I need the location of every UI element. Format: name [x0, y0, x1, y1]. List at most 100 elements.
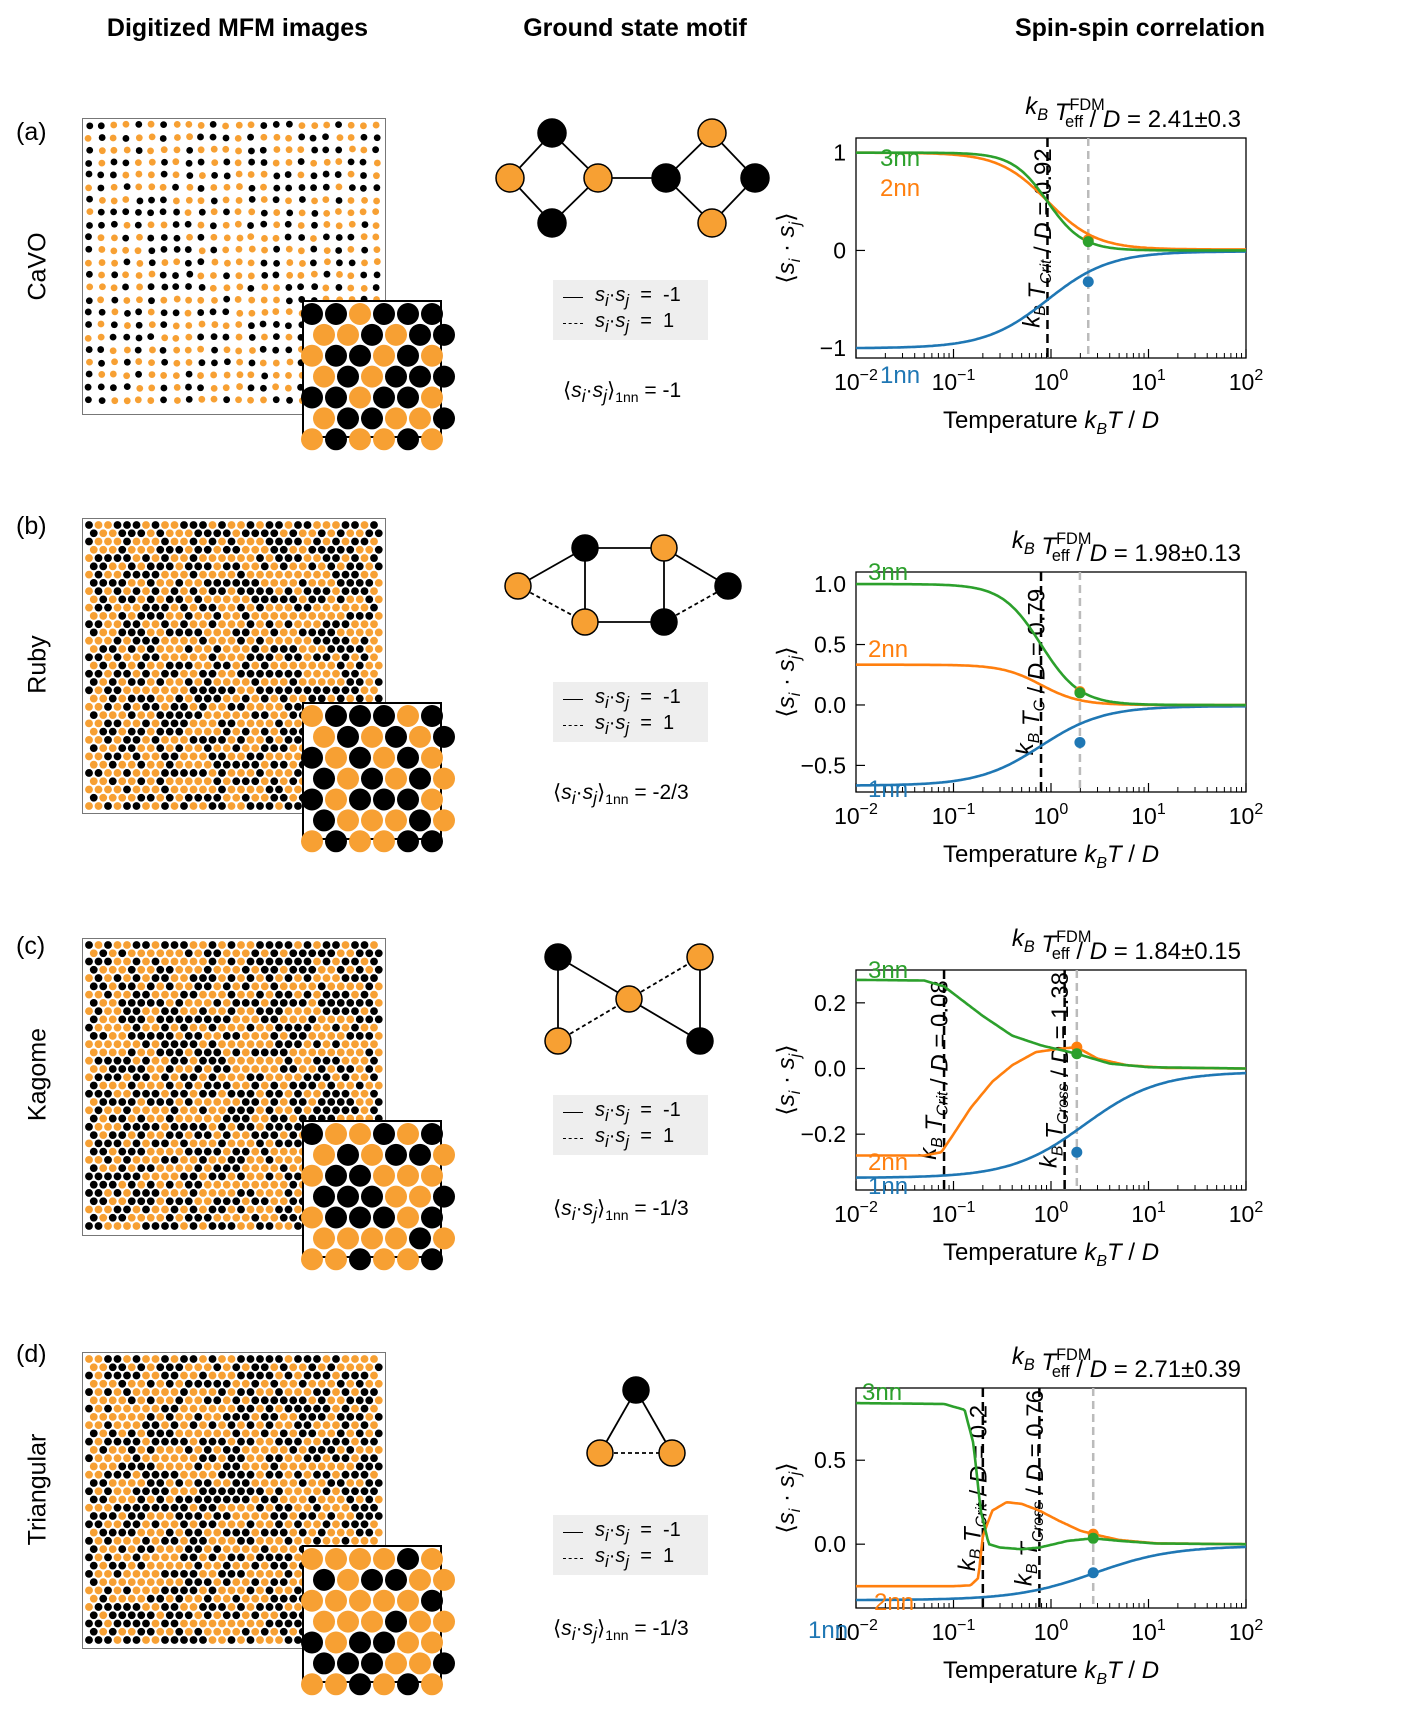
- mfm-spin-dot: [256, 1603, 264, 1611]
- mfm-spin-dot: [151, 1603, 160, 1611]
- mfm-spin-dot: [86, 195, 93, 203]
- mfm-spin-dot: [85, 1536, 93, 1545]
- mfm-spin-dot: [260, 982, 269, 991]
- inset-spin-dot: [337, 725, 359, 748]
- mfm-spin-dot: [132, 1569, 141, 1578]
- mfm-spin-dot: [85, 521, 93, 529]
- mfm-spin-dot: [370, 1437, 378, 1446]
- mfm-spin-dot: [146, 578, 155, 587]
- mfm-spin-dot: [222, 744, 231, 753]
- mfm-spin-dot: [208, 957, 217, 966]
- mfm-spin-dot: [308, 694, 317, 703]
- mfm-spin-dot: [218, 1155, 226, 1164]
- mfm-spin-dot: [161, 1172, 169, 1181]
- mfm-spin-dot: [156, 949, 165, 958]
- mfm-spin-dot: [146, 1396, 155, 1405]
- mfm-spin-dot: [165, 562, 174, 571]
- mfm-spin-dot: [360, 172, 367, 179]
- mfm-spin-dot: [99, 1379, 108, 1388]
- legend-box-a: si·sj = -1 si·sj = 1: [553, 280, 708, 340]
- mfm-spin-dot: [317, 612, 326, 620]
- mfm-spin-dot: [246, 1355, 255, 1363]
- mfm-spin-dot: [260, 1412, 269, 1421]
- mfm-spin-dot: [260, 1197, 269, 1206]
- mfm-spin-dot: [289, 1147, 298, 1156]
- mfm-spin-dot: [270, 1594, 279, 1603]
- mfm-spin-dot: [237, 587, 245, 596]
- mfm-spin-dot: [332, 1355, 340, 1363]
- mfm-spin-dot: [118, 727, 127, 736]
- mfm-spin-dot: [272, 234, 280, 242]
- mfm-spin-dot: [146, 1479, 155, 1487]
- mfm-spin-dot: [142, 1603, 150, 1611]
- y-tick-label: 0.5: [814, 632, 846, 658]
- mfm-spin-dot: [208, 1437, 217, 1446]
- mfm-spin-dot: [261, 283, 269, 291]
- mfm-spin-dot: [132, 1040, 141, 1049]
- mfm-spin-dot: [132, 686, 141, 695]
- mfm-spin-dot: [322, 974, 331, 982]
- mfm-spin-dot: [113, 1040, 122, 1049]
- mfm-spin-dot: [148, 359, 155, 367]
- mfm-spin-dot: [270, 998, 279, 1007]
- mfm-spin-dot: [237, 1222, 245, 1230]
- mfm-spin-dot: [289, 1164, 298, 1173]
- mfm-spin-dot: [265, 1073, 274, 1082]
- mfm-spin-dot: [311, 210, 319, 217]
- mfm-spin-dot: [327, 1479, 336, 1487]
- mfm-spin-dot: [341, 1487, 350, 1496]
- mfm-spin-dot: [285, 297, 293, 305]
- mfm-spin-dot: [208, 735, 217, 744]
- mfm-spin-dot: [180, 1139, 188, 1148]
- mfm-spin-dot: [279, 1081, 288, 1090]
- mfm-spin-dot: [218, 603, 226, 612]
- mfm-spin-dot: [275, 974, 283, 982]
- mfm-spin-dot: [85, 346, 93, 353]
- mfm-spin-dot: [294, 1371, 302, 1380]
- mfm-spin-dot: [173, 120, 181, 128]
- mfm-spin-dot: [134, 247, 142, 255]
- inset-spin-dot: [361, 725, 383, 748]
- mfm-spin-dot: [351, 941, 359, 949]
- mfm-spin-dot: [213, 1545, 222, 1553]
- mfm-spin-dot: [227, 669, 236, 678]
- mfm-spin-dot: [137, 1081, 146, 1090]
- mfm-spin-dot: [351, 1106, 359, 1115]
- mfm-spin-dot: [346, 545, 355, 554]
- mfm-spin-dot: [256, 1437, 264, 1446]
- mfm-spin-dot: [279, 595, 288, 604]
- mfm-spin-dot: [98, 221, 105, 229]
- mfm-spin-dot: [180, 1520, 188, 1529]
- mfm-spin-dot: [347, 209, 355, 217]
- x-tick-label: 100: [1034, 1199, 1069, 1227]
- mfm-spin-dot: [270, 1396, 279, 1405]
- inset-spin-dot: [301, 788, 323, 811]
- mfm-spin-dot: [232, 1098, 241, 1106]
- mfm-spin-dot: [365, 1081, 374, 1090]
- mfm-spin-dot: [237, 1189, 245, 1197]
- mfm-spin-dot: [104, 702, 112, 711]
- mfm-spin-dot: [86, 208, 94, 216]
- mfm-spin-dot: [265, 1023, 274, 1032]
- mfm-spin-dot: [289, 1396, 298, 1405]
- mfm-spin-dot: [94, 521, 103, 529]
- inset-spin-dot: [361, 1143, 383, 1166]
- motif-spin: [586, 1439, 614, 1467]
- mfm-spin-dot: [248, 147, 255, 155]
- mfm-spin-dot: [160, 321, 168, 328]
- mfm-spin-dot: [322, 1056, 331, 1065]
- legend-dashed-label: si·sj = 1: [595, 309, 675, 336]
- mfm-spin-dot: [104, 620, 112, 629]
- mfm-spin-dot: [218, 1040, 226, 1049]
- mfm-spin-dot: [85, 1503, 93, 1512]
- mfm-spin-dot: [180, 1569, 188, 1578]
- mfm-spin-dot: [189, 1503, 198, 1512]
- mfm-spin-dot: [237, 785, 245, 794]
- mfm-spin-dot: [256, 1073, 264, 1082]
- mfm-spin-dot: [286, 271, 294, 279]
- mfm-spin-dot: [260, 170, 268, 178]
- mfm-spin-dot: [232, 1164, 241, 1173]
- mfm-spin-dot: [260, 209, 268, 217]
- mfm-spin-dot: [213, 1611, 222, 1620]
- mfm-spin-dot: [175, 1412, 184, 1421]
